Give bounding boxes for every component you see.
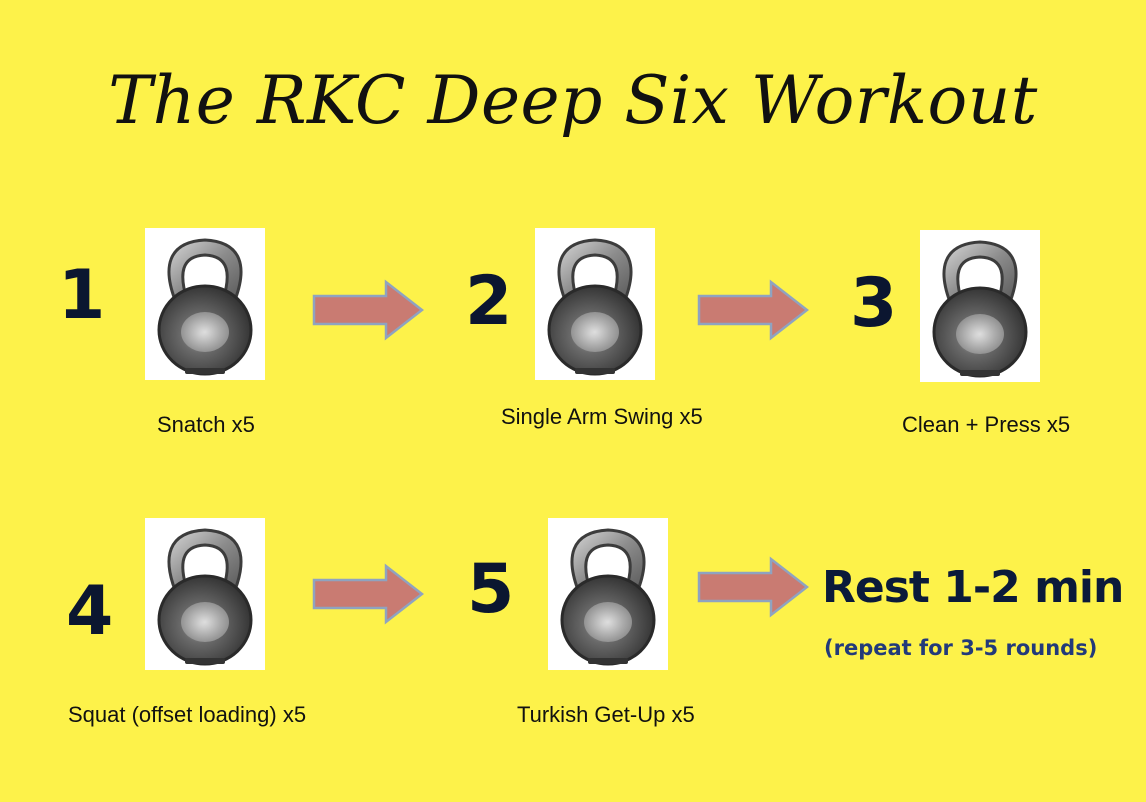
step-4-number: 4 [66, 572, 114, 651]
arrow-right-icon [697, 278, 809, 342]
kettlebell-icon [145, 518, 265, 670]
step-2-label: Single Arm Swing x5 [501, 404, 703, 429]
arrow-right-icon [312, 562, 424, 626]
step-5-label: Turkish Get-Up x5 [517, 702, 695, 727]
kettlebell-icon [145, 228, 265, 380]
rest-note: (repeat for 3-5 rounds) [824, 636, 1098, 660]
step-4-label: Squat (offset loading) x5 [68, 702, 307, 727]
rest-heading: Rest 1-2 min [822, 562, 1124, 613]
page-title: The RKC Deep Six Workout [108, 62, 1038, 139]
step-2-number: 2 [465, 262, 513, 341]
arrow-right-icon [312, 278, 424, 342]
kettlebell-icon [920, 230, 1040, 382]
step-1-number: 1 [58, 256, 106, 335]
step-3-label: Clean + Press x5 [902, 412, 1071, 437]
step-1-label: Snatch x5 [157, 412, 255, 437]
kettlebell-icon [535, 228, 655, 380]
arrow-right-icon [697, 555, 809, 619]
step-3-number: 3 [850, 264, 898, 343]
kettlebell-icon [548, 518, 668, 670]
step-5-number: 5 [467, 550, 515, 629]
